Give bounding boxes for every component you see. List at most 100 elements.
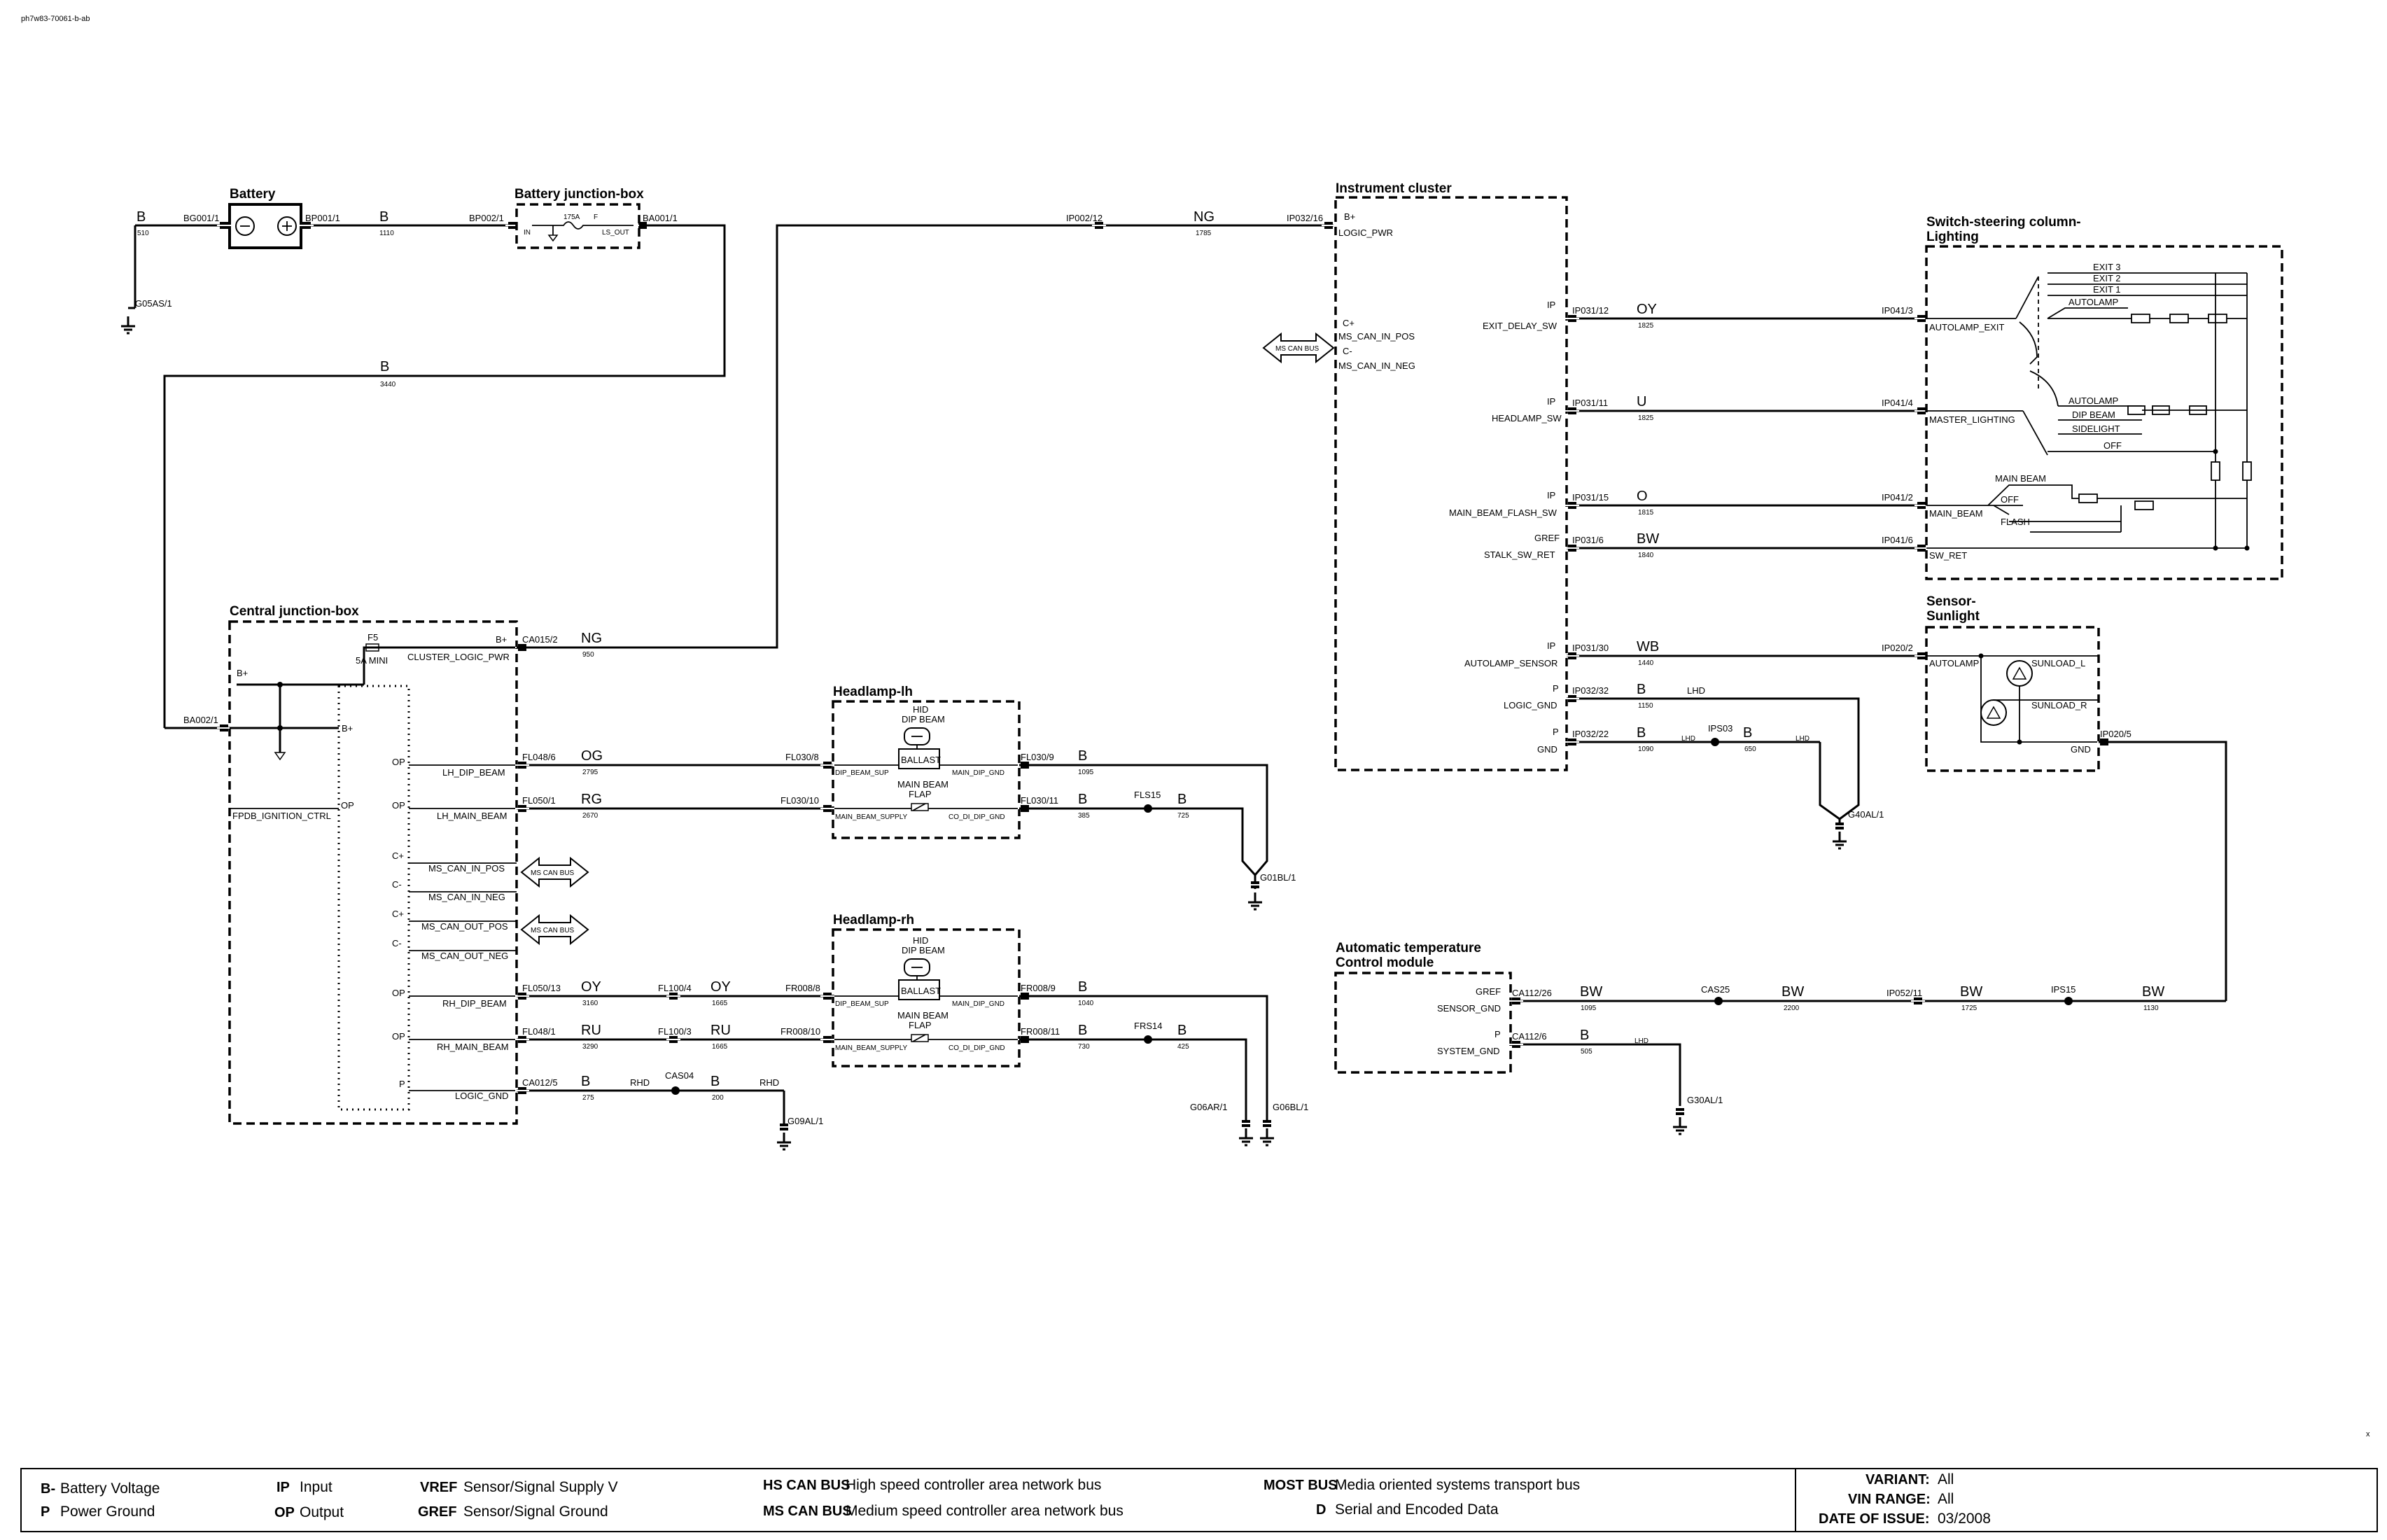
battery-title: Battery [230,187,276,202]
wire-size-1150: 1150 [1638,702,1653,710]
wire-size-1110: 1110 [379,230,394,237]
cplus-out: C+ [392,909,404,919]
legend-vref-val: Sensor/Signal Supply V [463,1479,618,1495]
instrument-cluster: Instrument cluster B+ LOGIC_PWR C+ MS_CA… [1262,181,1568,771]
svg-text:OFF: OFF [2104,440,2122,451]
legend-gref-val: Sensor/Signal Ground [463,1504,608,1520]
legend-ip-val: Input [300,1479,332,1495]
svg-text:FLASH: FLASH [2001,517,2030,527]
ms-can-in-neg: MS_CAN_IN_NEG [428,892,505,902]
central-junction-box: Central junction-box BA002/1 B+ B+ F5 5A… [164,604,589,1125]
pin-bg001: BG001/1 [183,213,219,223]
pin-ip052-11: IP052/11 [1886,988,1922,998]
wire-color-b-385: B [1078,792,1087,807]
legend-hs-key: HS CAN BUS [763,1478,850,1493]
ballast-rh [898,979,940,1000]
atc-module: Automatic temperature Control module GRE… [1334,941,2226,1135]
wire-color-wb: WB [1637,639,1659,654]
main-beam-flash-sw: MAIN_BEAM_FLASH_SW [1449,507,1558,518]
ms-can-out-neg: MS_CAN_OUT_NEG [421,951,508,961]
wire-size-1040: 1040 [1078,1000,1094,1007]
variant-key: VARIANT: [1865,1472,1930,1488]
pin-fl048-6: FL048/6 [522,752,556,762]
svg-text:FLAP: FLAP [909,1020,932,1030]
wire-color-b-725: B [1177,792,1186,807]
legend-ip-key: IP [276,1480,290,1495]
atc-system-gnd: SYSTEM_GND [1437,1046,1500,1056]
wire-color-bw-2200: BW [1782,984,1804,1000]
svg-text:C-: C- [1343,346,1352,356]
wire-color-b-650: B [1743,725,1752,741]
svg-text:BALLAST: BALLAST [901,986,941,996]
headlamp-sw: HEADLAMP_SW [1492,413,1562,424]
wire-size-1095: 1095 [1078,769,1094,776]
wire-color-og: OG [581,748,603,764]
wire-size-1665-b: 1665 [712,1043,728,1051]
legend-gref-key: GREF [418,1504,457,1520]
rh-dip-label: RH_DIP_BEAM [442,998,507,1009]
legend-ms-val: Medium speed controller area network bus [846,1503,1124,1519]
svg-text:CO_DI_DIP_GND: CO_DI_DIP_GND [948,813,1005,821]
svg-text:SUNLOAD_R: SUNLOAD_R [2031,700,2087,710]
fuse-f: F [594,214,598,221]
lhd-c: LHD [1795,735,1809,743]
pin-fr008-10: FR008/10 [780,1026,820,1037]
ignition-ctrl: FPDB_IGNITION_CTRL [232,811,331,821]
pin-fl030-9: FL030/9 [1021,752,1054,762]
atc-title-1: Automatic temperature [1336,941,1481,955]
wire-size-725: 725 [1177,812,1189,820]
wire-size-2200: 2200 [1784,1004,1800,1012]
wire-color-bw-1095: BW [1580,984,1602,1000]
splice-ips15-label: IPS15 [2051,984,2076,995]
pin-ip041-6: IP041/6 [1882,535,1913,545]
pin-ip032-16: IP032/16 [1287,213,1323,223]
svg-text:AUTOLAMP: AUTOLAMP [1929,658,1979,668]
wire-color-b-1095: B [1078,748,1087,764]
cluster-power-wire: CA015/2 NG 950 IP002/12 NG 1785 IP032/16 [514,209,1336,659]
wire-size-1815: 1815 [1638,509,1654,517]
svg-text:OFF: OFF [2001,494,2019,505]
ground-g05as: G05AS/1 [135,298,172,309]
jb-lsout-label: LS_OUT [602,229,629,237]
splice-ips03-label: IPS03 [1708,723,1732,734]
wire-color-b-1110: B [379,209,388,225]
legend-p-key: P [41,1504,50,1520]
legend-hs-val: High speed controller area network bus [846,1477,1101,1493]
wire-size-1725: 1725 [1961,1004,1977,1012]
svg-text:EXIT 3: EXIT 3 [2093,262,2121,272]
svg-text:MAIN BEAM: MAIN BEAM [897,779,948,790]
pin-ba001: BA001/1 [643,213,678,223]
wire-color-ng-950: NG [581,631,602,646]
wire-size-2795: 2795 [582,769,598,776]
svg-text:SW_RET: SW_RET [1929,550,1967,561]
bplus-label-b: B+ [342,723,353,734]
variant-val: All [1938,1471,1954,1488]
wire-size-2670: 2670 [582,812,598,820]
wire-size-1130: 1130 [2143,1004,2159,1012]
wire-color-b-510: B [136,209,146,225]
svg-text:GND: GND [2071,744,2091,755]
wire-color-o: O [1637,489,1648,504]
battery-junction-box: Battery junction-box IN LS_OUT 175A F BA… [163,187,726,728]
wire-size-505: 505 [1581,1048,1592,1056]
pin-ip032-32: IP032/32 [1572,685,1609,696]
wire-size-1095-atc: 1095 [1581,1004,1597,1012]
pin-ip031-12: IP031/12 [1572,305,1609,316]
cplus-in: C+ [392,850,404,861]
fuse-f5: F5 [368,632,378,643]
op-rh-dip: OP [392,988,405,998]
pin-fr008-11: FR008/11 [1021,1026,1060,1037]
sensor-title-1: Sensor- [1926,594,1976,609]
pin-ip031-6: IP031/6 [1572,535,1604,545]
p-logic-gnd: P [399,1079,405,1089]
legend-most-val: Media oriented systems transport bus [1335,1477,1580,1493]
can-in-neg: MS_CAN_IN_NEG [1338,360,1415,371]
svg-text:P: P [1553,727,1559,737]
legend-op-val: Output [300,1504,344,1520]
svg-text:AUTOLAMP: AUTOLAMP [2068,297,2118,307]
svg-text:EXIT 2: EXIT 2 [2093,273,2121,284]
pin-fl030-8: FL030/8 [785,752,819,762]
legend-vref-key: VREF [420,1480,457,1495]
pin-ip041-2: IP041/2 [1882,492,1913,503]
pin-fl100-4: FL100/4 [658,983,692,993]
